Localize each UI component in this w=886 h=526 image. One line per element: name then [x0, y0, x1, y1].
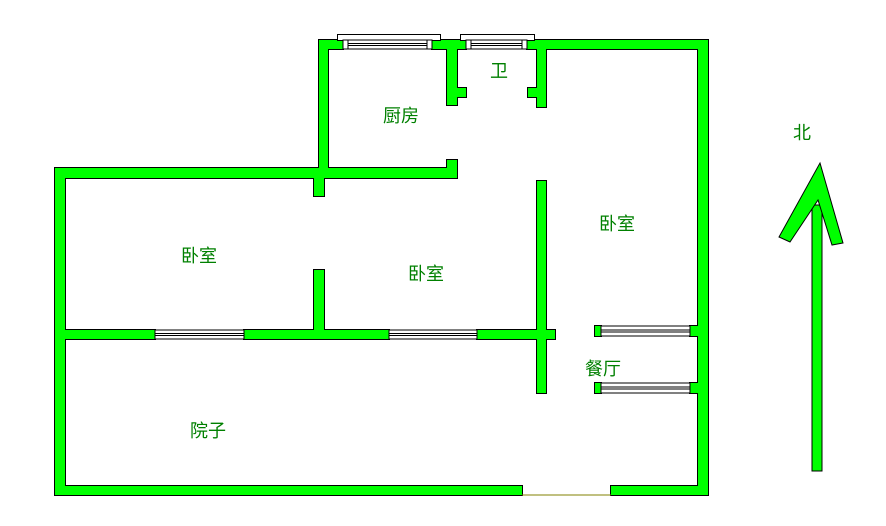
wall	[698, 40, 708, 495]
wall	[595, 383, 601, 393]
window	[342, 39, 433, 50]
wall	[690, 383, 708, 393]
north-label: 北	[793, 123, 811, 144]
window-post	[521, 39, 528, 50]
wall	[537, 40, 546, 107]
room-label-yard: 院子	[190, 421, 226, 442]
wall	[457, 88, 466, 97]
room-label-kitchen: 厨房	[383, 106, 419, 127]
wall	[314, 270, 324, 330]
wall	[477, 330, 555, 339]
wall	[447, 40, 457, 105]
window-post	[342, 39, 349, 50]
room-label-bathroom: 卫	[490, 61, 508, 82]
window	[465, 39, 528, 50]
room-label-bedroom-middle: 卧室	[408, 264, 444, 285]
window	[600, 382, 691, 394]
window	[154, 329, 245, 340]
window-post	[426, 39, 433, 50]
window	[388, 329, 478, 340]
wall	[528, 88, 537, 97]
wall	[611, 486, 708, 495]
wall	[314, 178, 324, 196]
wall	[319, 40, 343, 49]
wall	[527, 40, 708, 49]
room-label-bedroom-right: 卧室	[599, 214, 635, 235]
room-label-dining: 餐厅	[585, 359, 621, 380]
north-arrow-head	[778, 161, 844, 246]
window	[600, 325, 691, 337]
room-label-bedroom-left: 卧室	[181, 246, 217, 267]
wall	[537, 181, 546, 393]
wall	[690, 326, 708, 336]
wall	[55, 486, 522, 495]
window-post	[465, 39, 472, 50]
north-arrow-shaft	[811, 204, 823, 472]
wall	[55, 330, 155, 339]
wall	[244, 330, 389, 339]
wall	[595, 326, 601, 336]
wall	[55, 168, 457, 178]
wall	[447, 160, 457, 178]
wall	[319, 40, 328, 178]
